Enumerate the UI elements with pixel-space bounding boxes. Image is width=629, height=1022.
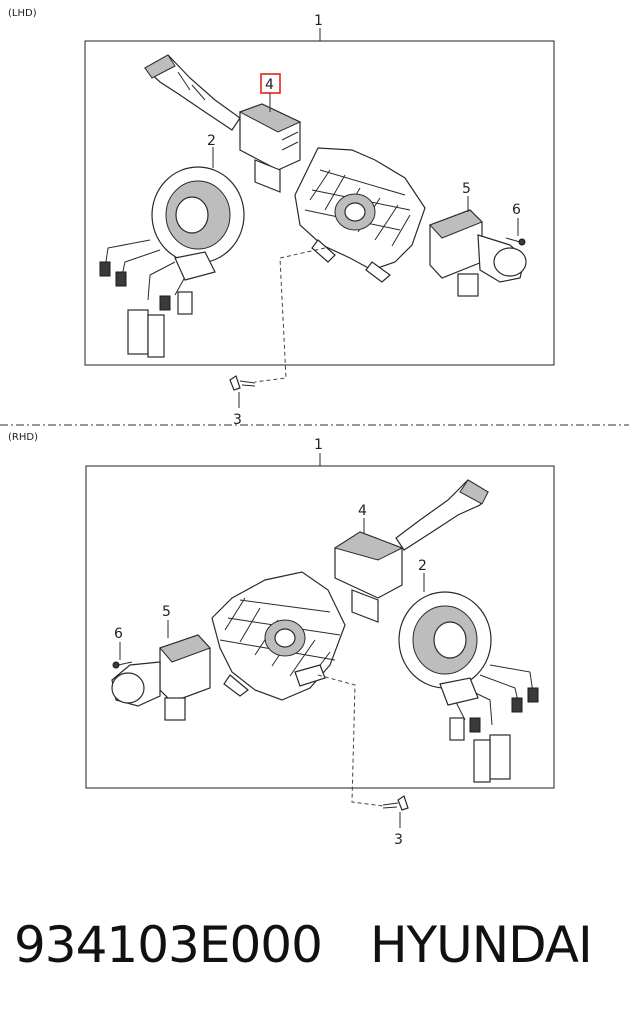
lhd-screw-dash-leader	[254, 247, 326, 383]
lhd-lever-switch	[429, 209, 527, 297]
rhd-bolt	[112, 661, 133, 669]
brand-name: HYUNDAI	[370, 916, 593, 974]
rhd-section: (RHD) 1 4	[8, 432, 555, 848]
lhd-clock-spring	[99, 166, 245, 358]
lhd-callout-4[interactable]: 4	[265, 77, 274, 93]
rhd-callout-2[interactable]: 2	[418, 558, 427, 574]
lhd-callout-2[interactable]: 2	[207, 133, 216, 149]
rhd-screw-dash-leader	[317, 674, 384, 807]
lhd-header: (LHD)	[8, 8, 37, 19]
rhd-callout-4[interactable]: 4	[358, 503, 367, 519]
rhd-header: (RHD)	[8, 432, 38, 443]
lhd-callout-6[interactable]: 6	[512, 202, 521, 218]
lhd-bolt	[505, 237, 526, 246]
lhd-callout-3[interactable]: 3	[233, 412, 242, 428]
rhd-stalk-lever	[395, 479, 489, 551]
rhd-switch-block	[333, 531, 404, 623]
rhd-callout-3[interactable]: 3	[394, 832, 403, 848]
lhd-callout-5[interactable]: 5	[462, 181, 471, 197]
rhd-callout-6[interactable]: 6	[114, 626, 123, 642]
caption-bar: 934103E000 HYUNDAI	[0, 905, 629, 985]
rhd-callout-5[interactable]: 5	[162, 604, 171, 620]
rhd-lever-switch	[111, 634, 211, 721]
rhd-clock-spring	[398, 591, 539, 783]
lhd-stalk-lever	[143, 54, 241, 131]
rhd-switch-body	[211, 571, 346, 701]
lhd-switch-body	[294, 147, 426, 283]
part-number: 934103E000	[14, 916, 323, 974]
lhd-screw	[229, 375, 256, 391]
lhd-callout-1[interactable]: 1	[314, 13, 323, 29]
lhd-section: (LHD) 1 4	[8, 8, 555, 428]
rhd-callout-1[interactable]: 1	[314, 437, 323, 453]
lhd-switch-block	[238, 103, 302, 193]
rhd-screw	[382, 795, 409, 811]
